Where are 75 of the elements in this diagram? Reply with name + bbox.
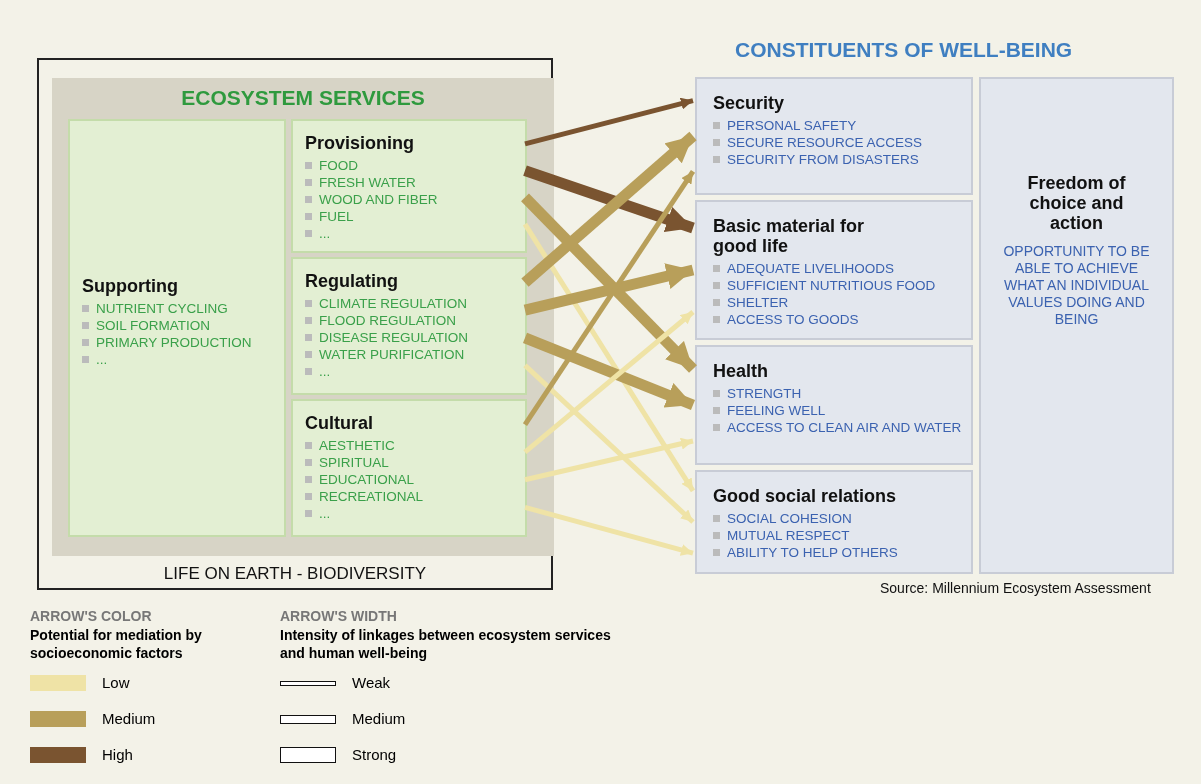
- list-item: SECURITY FROM DISASTERS: [713, 151, 971, 168]
- list-item: STRENGTH: [713, 385, 971, 402]
- legend-subheading: Potential for mediation by socioeconomic factors: [30, 626, 203, 662]
- arrow: [522, 170, 696, 426]
- list-item: SOIL FORMATION: [82, 317, 284, 334]
- legend-heading: ARROW'S COLOR: [30, 608, 152, 624]
- arrow: [523, 310, 695, 455]
- list-item: EDUCATIONAL: [305, 471, 525, 488]
- list-item: PERSONAL SAFETY: [713, 117, 971, 134]
- node-heading: Provisioning: [305, 133, 415, 153]
- legend-label: Strong: [352, 746, 397, 763]
- legend-label: High: [102, 746, 133, 763]
- constituent-box: [695, 200, 973, 340]
- list-item: ACCESS TO CLEAN AIR AND WATER: [713, 419, 971, 436]
- list-item: SPIRITUAL: [305, 454, 525, 471]
- list-item: ...: [305, 225, 525, 242]
- list-item: DISEASE REGULATION: [305, 329, 525, 346]
- node-description: OPPORTUNITY TO BE ABLE TO ACHIEVE WHAT AN INDIVIDUAL VALUES DOING AND BEING: [1002, 243, 1151, 328]
- list-item: FOOD: [305, 157, 525, 174]
- list-item: FUEL: [305, 208, 525, 225]
- constituent-box: [695, 470, 973, 574]
- list-item: WATER PURIFICATION: [305, 346, 525, 363]
- arrow: [524, 505, 694, 556]
- arrow: [522, 332, 696, 411]
- list-item: FEELING WELL: [713, 402, 971, 419]
- list-item: SOCIAL COHESION: [713, 510, 971, 527]
- list-item: FRESH WATER: [305, 174, 525, 191]
- service-box: [68, 119, 286, 537]
- arrow: [523, 363, 695, 524]
- node-heading: Health: [713, 361, 769, 381]
- node-heading: Security: [713, 93, 786, 113]
- list-item: RECREATIONAL: [305, 488, 525, 505]
- node-heading: Cultural: [305, 413, 374, 433]
- legend-heading: ARROW'S WIDTH: [280, 608, 397, 624]
- list-item: CLIMATE REGULATION: [305, 295, 525, 312]
- list-item: SHELTER: [713, 294, 971, 311]
- service-box: [291, 257, 527, 395]
- list-item: AESTHETIC: [305, 437, 525, 454]
- list-item: ADEQUATE LIVELIHOODS: [713, 260, 971, 277]
- list-item: PRIMARY PRODUCTION: [82, 334, 284, 351]
- list-item: NUTRIENT CYCLING: [82, 300, 284, 317]
- legend-label: Weak: [352, 674, 391, 691]
- constituent-box: [695, 345, 973, 465]
- legend-subheading: Intensity of linkages between ecosystem services and human well-being: [280, 626, 612, 662]
- service-box: [291, 399, 527, 537]
- node-heading: Basic material for good life: [713, 216, 866, 256]
- node-heading: Freedom of choice and action: [1026, 173, 1127, 233]
- frame-title: LIFE ON EARTH - BIODIVERSITY: [162, 564, 428, 584]
- node-heading: Regulating: [305, 271, 399, 291]
- arrow: [521, 131, 697, 287]
- arrow: [522, 222, 696, 493]
- list-item: ABILITY TO HELP OTHERS: [713, 544, 971, 561]
- source-note: Source: Millennium Ecosystem Assessment: [880, 580, 1151, 596]
- arrow: [524, 97, 694, 147]
- legend-label: Medium: [102, 710, 156, 727]
- legend-label: Medium: [352, 710, 406, 727]
- list-item: ...: [82, 351, 284, 368]
- service-box: [291, 119, 527, 253]
- section-heading: CONSTITUENTS OF WELL-BEING: [735, 38, 1073, 62]
- list-item: MUTUAL RESPECT: [713, 527, 971, 544]
- constituent-box: [695, 77, 973, 195]
- arrow: [521, 193, 697, 373]
- arrow: [524, 437, 694, 483]
- list-item: ...: [305, 363, 525, 380]
- list-item: ACCESS TO GOODS: [713, 311, 971, 328]
- list-item: FLOOD REGULATION: [305, 312, 525, 329]
- list-item: WOOD AND FIBER: [305, 191, 525, 208]
- panel-box: [979, 77, 1174, 574]
- legend-label: Low: [102, 674, 130, 691]
- list-item: SUFFICIENT NUTRITIOUS FOOD: [713, 277, 971, 294]
- list-item: SECURE RESOURCE ACCESS: [713, 134, 971, 151]
- group-title: ECOSYSTEM SERVICES: [180, 86, 426, 110]
- list-item: ...: [305, 505, 525, 522]
- node-heading: Supporting: [82, 276, 179, 296]
- node-heading: Good social relations: [713, 486, 898, 506]
